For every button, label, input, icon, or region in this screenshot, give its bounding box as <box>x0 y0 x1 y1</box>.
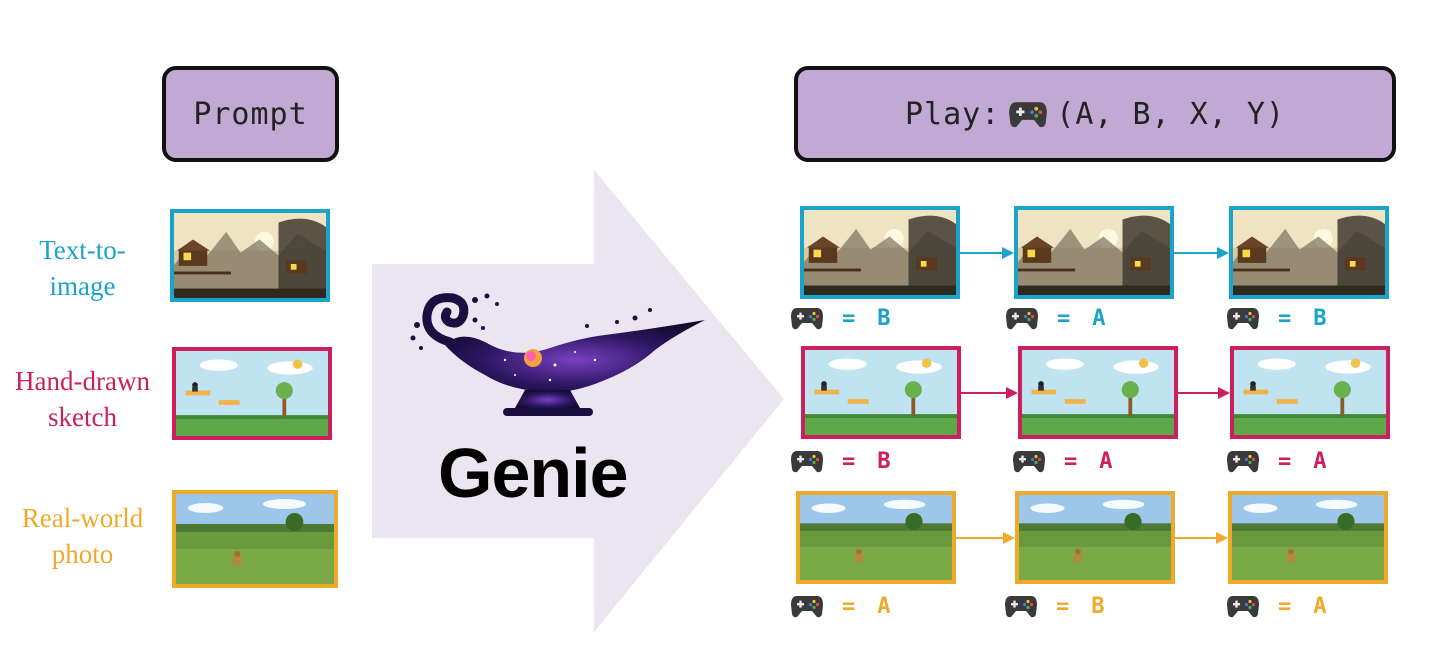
prompt-image-real-world <box>172 490 338 588</box>
right-arrow-icon <box>961 387 1018 399</box>
frame-row3-2 <box>1015 491 1175 584</box>
prompt-image-text-to-image <box>170 209 330 302</box>
action-row2-1: =B <box>790 446 891 476</box>
gamepad-icon <box>1226 448 1260 474</box>
action-row1-1: =B <box>790 303 891 333</box>
gamepad-icon <box>790 593 824 619</box>
gamepad-icon <box>790 305 824 331</box>
source-label-real-world: Real-world photo <box>21 503 144 569</box>
frame-row3-3 <box>1228 491 1388 584</box>
big-flow-arrow <box>372 170 784 632</box>
play-label: Play: <box>904 96 1001 132</box>
gamepad-icon <box>1008 98 1048 130</box>
gamepad-icon <box>1004 593 1038 619</box>
gamepad-icon <box>1226 593 1260 619</box>
gamepad-icon <box>1005 305 1039 331</box>
frame-row2-3 <box>1230 346 1390 439</box>
frame-row2-2 <box>1018 346 1178 439</box>
frame-row1-3 <box>1229 206 1389 299</box>
genie-title: Genie <box>438 434 629 512</box>
action-row3-2: =B <box>1004 591 1105 621</box>
right-arrow-icon <box>1174 247 1229 259</box>
frame-row3-1 <box>796 491 956 584</box>
prompt-image-hand-drawn <box>172 347 332 440</box>
source-label-hand-drawn: Hand-drawn sketch <box>15 366 150 432</box>
right-arrow-icon <box>1175 532 1228 544</box>
gamepad-icon <box>1012 448 1046 474</box>
action-row1-3: =B <box>1226 303 1327 333</box>
right-arrow-icon <box>960 247 1014 259</box>
prompt-label: Prompt <box>193 96 308 132</box>
frame-row2-1 <box>801 346 961 439</box>
action-row2-3: =A <box>1226 446 1327 476</box>
play-actions: (A, B, X, Y) <box>1056 96 1286 132</box>
action-row1-2: =A <box>1005 303 1106 333</box>
frame-row1-1 <box>800 206 960 299</box>
right-arrow-icon <box>956 532 1015 544</box>
magic-lamp-icon <box>410 293 705 416</box>
gamepad-icon <box>1226 305 1260 331</box>
prompt-box: Prompt <box>162 66 339 162</box>
play-box: Play: (A, B, X, Y) <box>794 66 1396 162</box>
frame-row1-2 <box>1014 206 1174 299</box>
gamepad-icon <box>790 448 824 474</box>
action-row3-1: =A <box>790 591 891 621</box>
right-arrow-icon <box>1178 387 1230 399</box>
source-label-text-to-image: Text-to- image <box>39 235 126 301</box>
action-row2-2: =A <box>1012 446 1113 476</box>
action-row3-3: =A <box>1226 591 1327 621</box>
